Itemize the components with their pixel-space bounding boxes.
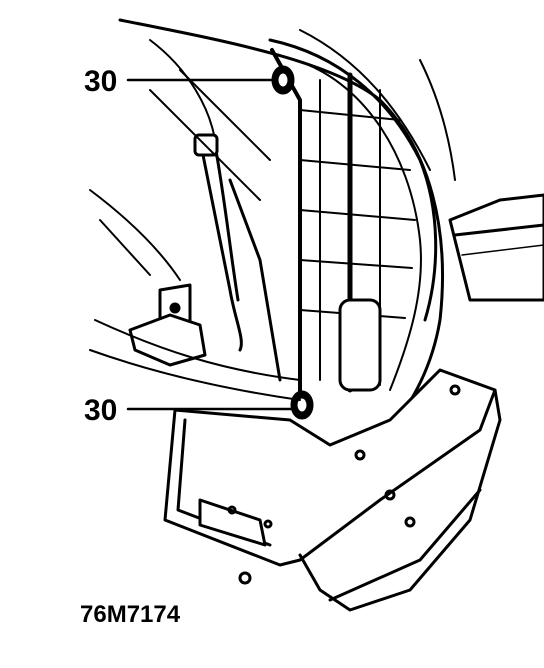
wire-harness xyxy=(128,133,243,367)
callout-label-upper: 30 xyxy=(84,65,118,98)
liner-panel xyxy=(270,48,422,402)
mud-flap xyxy=(163,368,502,612)
leader-lines xyxy=(126,78,293,411)
inner-structure xyxy=(89,69,301,401)
upper-fastener-icon xyxy=(271,65,295,95)
callout-label-lower: 30 xyxy=(84,394,118,427)
figure-id: 76M7174 xyxy=(80,601,181,628)
lower-fastener-icon xyxy=(290,390,314,420)
bumper-panel xyxy=(448,193,544,302)
body-outline xyxy=(118,18,456,442)
